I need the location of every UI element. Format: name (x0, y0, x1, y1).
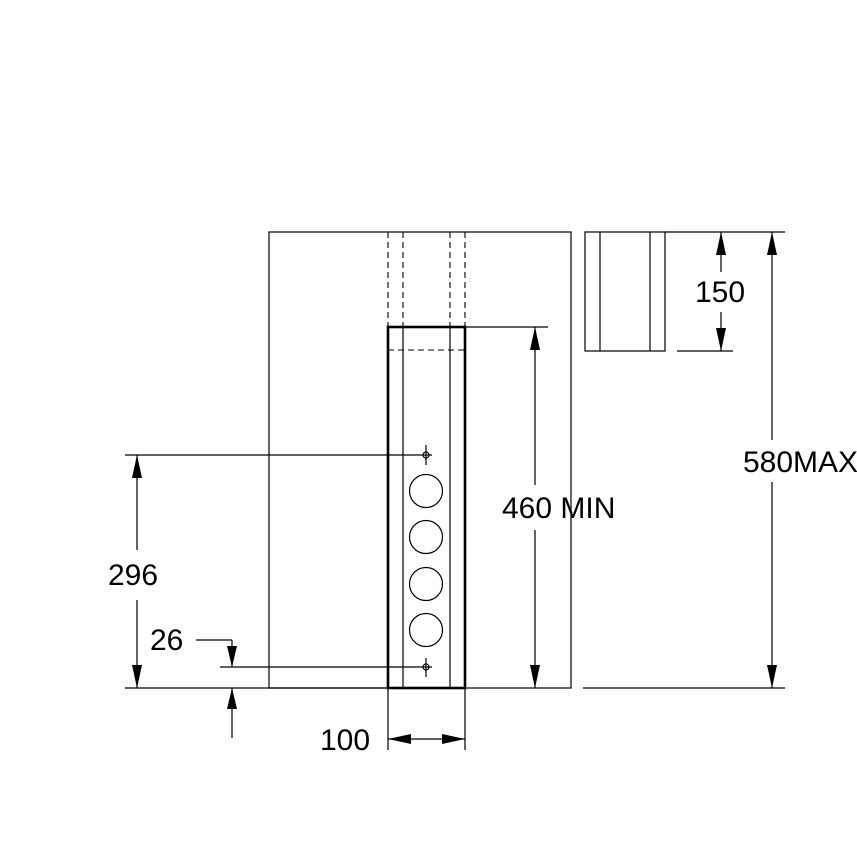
side-box (584, 231, 666, 352)
dimension-296-label: 296 (108, 559, 158, 592)
unit-housing (386, 325, 467, 690)
hidden-channel-lines (387, 232, 466, 351)
dimension-580-max: 580MAX (583, 231, 857, 689)
outlet-3 (408, 566, 444, 602)
fixing-holes (422, 445, 430, 677)
dimension-460-label: 460 MIN (502, 492, 615, 525)
dimension-580-label: 580MAX (743, 446, 857, 479)
wall-panel (268, 231, 572, 689)
dimension-460-min: 460 MIN (465, 326, 615, 688)
dimension-100: 100 (320, 688, 466, 757)
dimension-100-label: 100 (320, 724, 370, 757)
outlet-circles (408, 473, 444, 648)
dimension-150: 150 (665, 231, 745, 352)
dimension-26: 26 (150, 624, 432, 738)
dimension-26-label: 26 (150, 624, 183, 657)
dimension-296: 296 (108, 454, 432, 689)
outlet-4 (408, 612, 444, 648)
outlet-1 (408, 473, 444, 509)
outlet-2 (408, 519, 444, 555)
dimension-150-label: 150 (695, 276, 745, 309)
